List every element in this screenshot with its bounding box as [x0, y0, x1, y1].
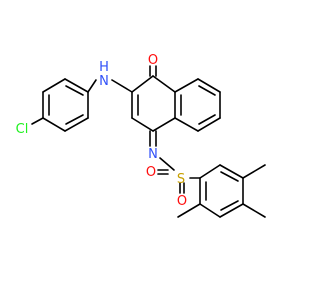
bond-c5-c6-inner — [198, 85, 216, 96]
bond-c8-c8a — [174, 117, 199, 132]
bond-c5-c6 — [197, 78, 221, 93]
bond-c2-c1 — [131, 117, 154, 132]
atom-oxygen-sulfonyl-1: O — [146, 165, 156, 180]
bond-cp-5-inner — [65, 114, 84, 125]
bond-cp-2 — [42, 78, 66, 93]
methyl-bond-bottom — [177, 203, 201, 218]
bond-c-cl — [31, 117, 44, 125]
atom-sulfur: S — [177, 172, 185, 187]
bond-c3-n — [111, 79, 133, 93]
molecule-drawing: O N H Cl N S O O — [16, 53, 266, 218]
atom-nitrogen-amine: N — [99, 74, 109, 89]
bond-cp-1-inner — [65, 85, 84, 96]
atom-oxygen-sulfonyl-2: O — [177, 194, 187, 209]
structure-canvas: O N H Cl N S O O — [15, 53, 266, 218]
bond-cp-5 — [64, 117, 89, 132]
atom-chlorine: Cl — [16, 122, 29, 137]
bond-n-s — [159, 157, 175, 171]
bond-ar-2-inner — [220, 171, 239, 182]
methyl-bond-top — [242, 164, 266, 179]
bond-c4a-c5 — [174, 78, 199, 93]
atom-oxygen-ketone: O — [148, 53, 158, 68]
bond-ar-4-inner — [220, 200, 239, 211]
bond-cp-4 — [42, 117, 66, 132]
bond-c4a-c4 — [152, 75, 176, 93]
atom-hydrogen-amine: H — [99, 60, 109, 75]
methyl-bond-right — [242, 203, 266, 218]
bond-n-aryl — [87, 79, 97, 93]
bond-c7-c8 — [197, 117, 221, 132]
bond-ar-5 — [199, 203, 221, 218]
atom-nitrogen-imine: N — [148, 147, 158, 162]
bond-cp-1 — [64, 78, 89, 93]
bond-ar-4 — [219, 203, 244, 218]
bond-ar-1 — [199, 164, 221, 179]
bond-c7-c8-inner — [198, 114, 216, 125]
bond-ar-2 — [219, 164, 244, 179]
bond-c1-c8a — [152, 117, 176, 132]
bond-c4-c3 — [131, 75, 154, 93]
